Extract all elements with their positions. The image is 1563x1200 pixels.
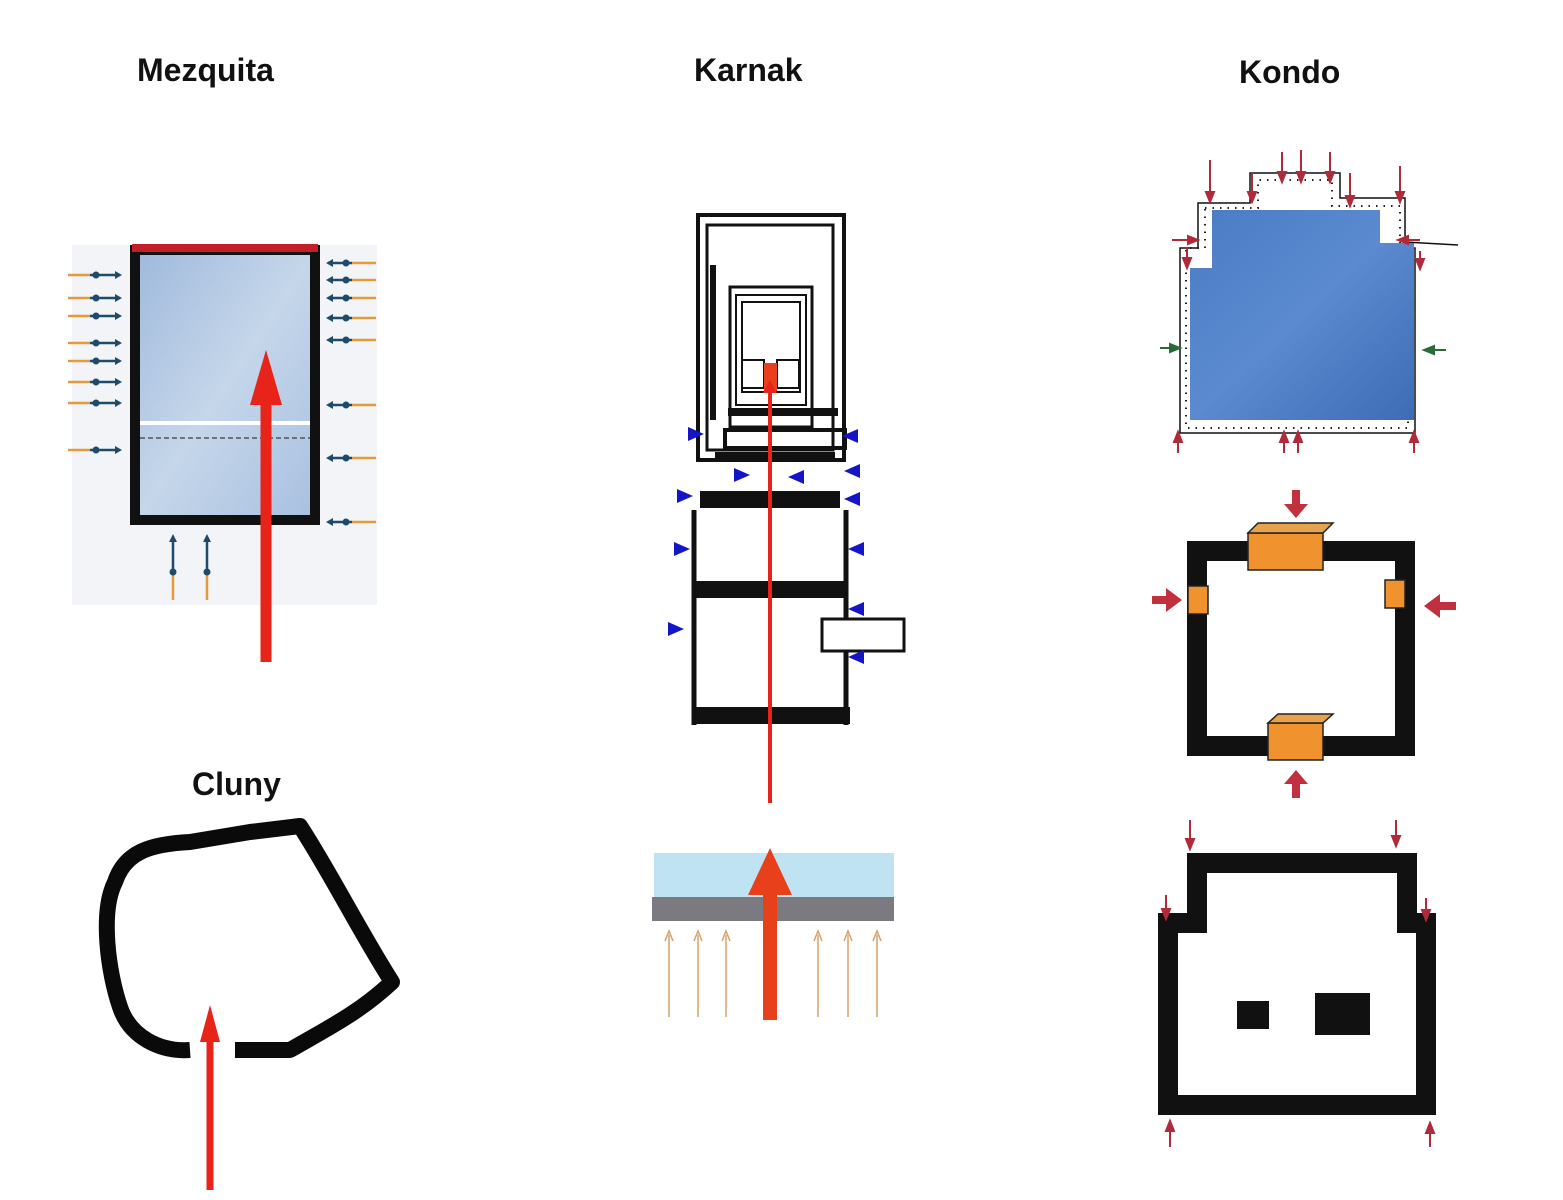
karnak-title: Karnak xyxy=(694,52,803,88)
cluny-plan xyxy=(98,818,400,1190)
cluny-axis-arrow-up-icon xyxy=(200,1005,220,1190)
kondo-large-pillar xyxy=(1315,993,1370,1035)
kondo-hall-arrows xyxy=(1160,820,1436,1147)
mezquita-right-entrances xyxy=(326,259,376,526)
kondo-plan-arrows xyxy=(1172,150,1426,453)
karnak-lateral-arrows xyxy=(668,427,864,664)
mezquita-left-entrances xyxy=(68,271,122,454)
karnak-section-axis-arrow-up-icon xyxy=(748,848,792,1020)
mezquita-bottom-entrances xyxy=(169,534,211,600)
kondo-cloister-arrows xyxy=(1152,490,1456,798)
karnak-plan xyxy=(668,213,906,803)
kondo-cloister xyxy=(1152,490,1456,798)
kondo-hall-plan xyxy=(1158,820,1436,1147)
mezquita-prayer-hall xyxy=(130,245,320,525)
kondo-small-pillar xyxy=(1237,1001,1269,1029)
kondo-title: Kondo xyxy=(1239,54,1341,90)
mezquita-title: Mezquita xyxy=(137,52,274,88)
kondo-gates xyxy=(1187,522,1406,761)
kondo-inner-hall xyxy=(1190,210,1414,420)
cluny-wall xyxy=(98,818,400,1059)
karnak-side-chapel xyxy=(820,617,906,653)
kondo-hall-wall xyxy=(1158,853,1436,1115)
karnak-section-arrows xyxy=(664,928,882,1017)
karnak-sanctuary-marker xyxy=(764,363,777,391)
kondo-plan xyxy=(1160,150,1459,453)
karnak-section xyxy=(652,848,894,1020)
mezquita-axis-arrow-up-icon xyxy=(250,350,282,662)
mezquita-plan xyxy=(68,244,377,662)
cluny-title: Cluny xyxy=(192,766,281,802)
